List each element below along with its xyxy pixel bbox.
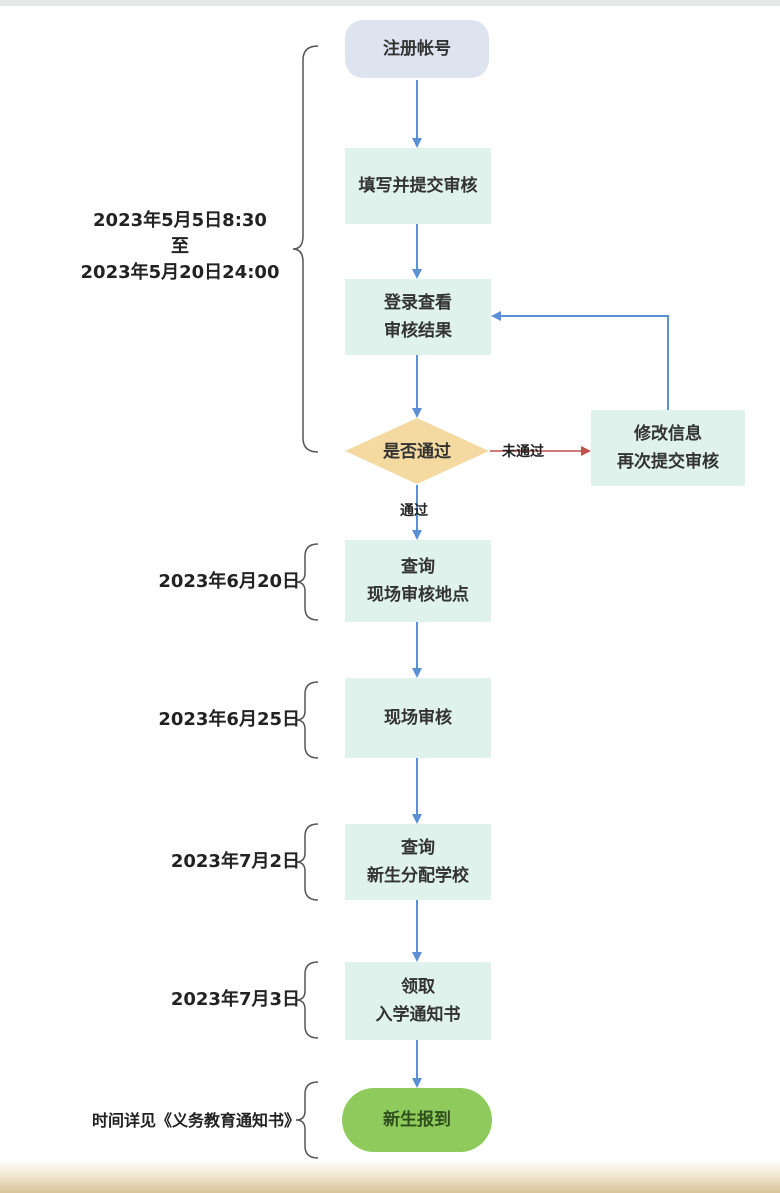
- date-july3: 2023年7月3日: [170, 989, 300, 1010]
- bracket-registration: [292, 45, 319, 453]
- date-range-to: 至: [171, 236, 189, 257]
- arrow-modify-to-login: [491, 311, 669, 410]
- node-report-text: 新生报到: [383, 1110, 451, 1130]
- date-range-start: 2023年5月5日8:30: [93, 210, 267, 231]
- date-registration-period: 2023年5月5日8:30 至 2023年5月20日24:00: [40, 208, 320, 286]
- date-range-end: 2023年5月20日24:00: [80, 262, 280, 283]
- node-notice-line2: 入学通知书: [375, 1005, 461, 1025]
- node-modify-line1: 修改信息: [634, 424, 702, 444]
- node-notice-line1: 领取: [401, 977, 435, 997]
- date-june20: 2023年6月20日: [158, 571, 300, 592]
- node-query-school: 查询 新生分配学校: [345, 824, 491, 900]
- node-modify: 修改信息 再次提交审核: [591, 410, 745, 486]
- node-modify-line2: 再次提交审核: [617, 452, 719, 472]
- bracket-june25: [295, 681, 319, 759]
- label-fail: 未通过: [502, 444, 544, 460]
- decision-diamond: [345, 418, 489, 484]
- node-register: 注册帐号: [345, 20, 489, 78]
- node-query-site: 查询 现场审核地点: [345, 540, 491, 622]
- date-july2: 2023年7月2日: [170, 851, 300, 872]
- node-onsite-text: 现场审核: [384, 708, 452, 728]
- node-notice: 领取 入学通知书: [345, 962, 491, 1040]
- node-onsite: 现场审核: [345, 678, 491, 758]
- node-login-line1: 登录查看: [384, 293, 452, 313]
- bracket-july2: [295, 823, 319, 901]
- node-login-result: 登录查看 审核结果: [345, 279, 491, 355]
- node-register-text: 注册帐号: [383, 39, 451, 59]
- node-query-site-line2: 现场审核地点: [367, 585, 469, 605]
- node-login-line2: 审核结果: [384, 321, 452, 341]
- node-fill-submit-text: 填写并提交审核: [358, 176, 478, 196]
- date-notice: 时间详见《义务教育通知书》: [91, 1111, 300, 1130]
- bracket-june20: [295, 543, 319, 621]
- node-fill-submit: 填写并提交审核: [345, 148, 491, 224]
- node-query-school-line2: 新生分配学校: [367, 866, 469, 886]
- bracket-report: [295, 1081, 319, 1159]
- top-strip: [0, 0, 780, 6]
- date-june25: 2023年6月25日: [158, 709, 300, 730]
- decision-text: 是否通过: [383, 442, 451, 462]
- node-report: 新生报到: [342, 1088, 492, 1152]
- label-pass: 通过: [400, 503, 428, 519]
- node-query-site-line1: 查询: [401, 557, 435, 577]
- node-query-school-line1: 查询: [401, 838, 435, 858]
- footer-decoration: [0, 1160, 780, 1193]
- bracket-july3: [295, 961, 319, 1039]
